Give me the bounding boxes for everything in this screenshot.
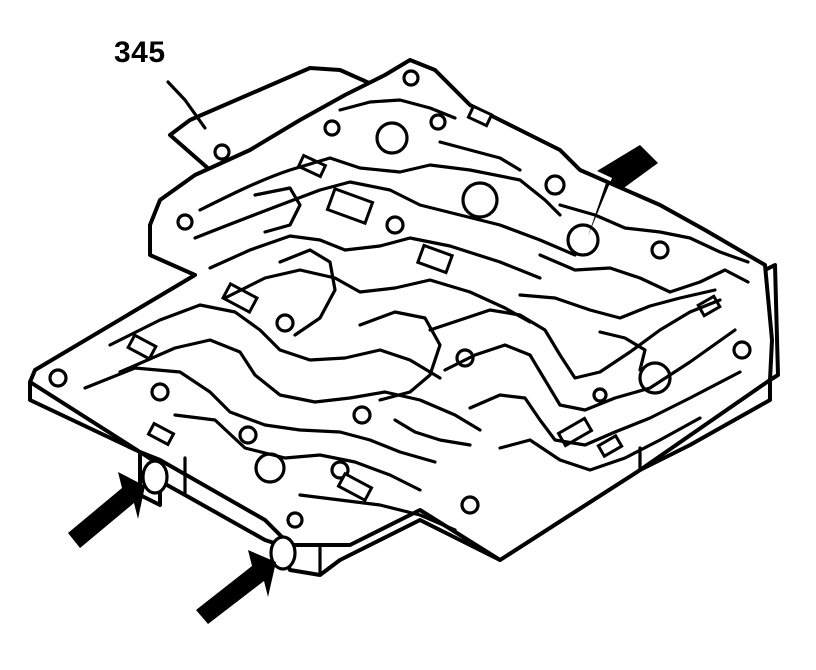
part-reference-number: 345: [114, 36, 166, 69]
callout-leader-line: [166, 80, 207, 130]
top-right-arrow: [588, 145, 658, 236]
bottom-left-arrow-2: [196, 550, 276, 624]
plate-channels: [83, 98, 750, 532]
plate-holes: [48, 69, 752, 529]
bottom-left-arrow-1: [68, 472, 145, 548]
plate-edge-details: [138, 446, 642, 577]
tab-hole: [213, 143, 231, 161]
plate-bosses: [141, 459, 297, 571]
